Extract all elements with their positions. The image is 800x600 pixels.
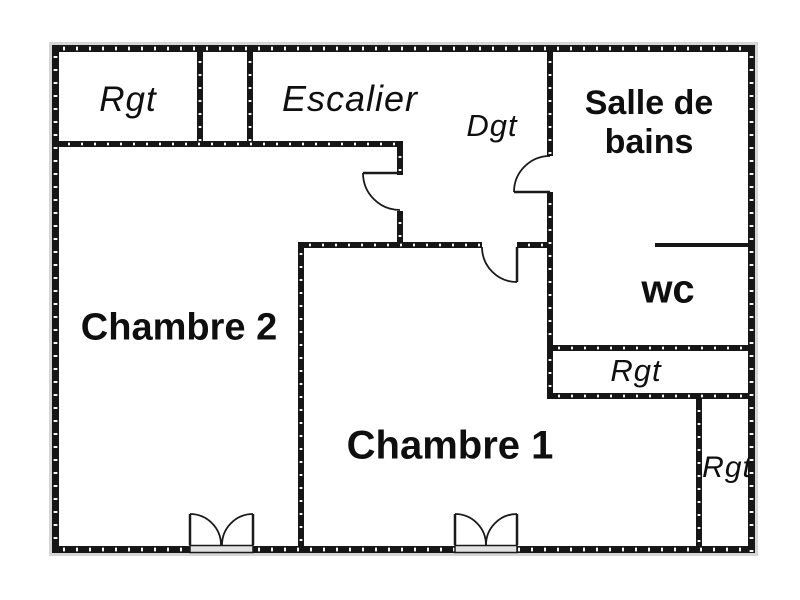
room-label-dgt: Dgt	[466, 108, 518, 143]
wall-chambre1-top-left	[298, 242, 482, 248]
wall-wc-partition	[655, 243, 748, 247]
wall-outer-bottom	[52, 546, 755, 553]
wall-bath-upper	[547, 50, 553, 156]
wall-chambre1-top-right	[517, 242, 553, 248]
wall-rgt-closet	[696, 399, 702, 546]
wall-outer-left	[52, 45, 59, 553]
wall-rgt-strip-bottom	[547, 393, 748, 399]
wall-outer-top	[52, 45, 755, 52]
wall-rgt-strip-top	[547, 345, 748, 351]
wall-outer-right	[748, 45, 755, 553]
room-label-rgt-top-left: Rgt	[99, 80, 157, 119]
room-label-rgt-bains: Rgt	[610, 353, 662, 388]
room-label-salle-de-bains: Salle de bains	[584, 83, 714, 161]
wall-chambre2-door-upper	[397, 145, 403, 175]
wall-upper-horizontal	[57, 141, 403, 147]
wall-chambre-divider	[298, 242, 304, 546]
wall-stair-cell-right	[247, 50, 253, 143]
wall-chambre2-door-lower	[397, 211, 403, 245]
wall-stair-cell-left	[197, 50, 203, 143]
room-label-chambre-2: Chambre 2	[80, 306, 278, 349]
wall-bath-lower	[547, 192, 553, 399]
room-label-chambre-1: Chambre 1	[346, 423, 554, 468]
room-label-rgt-chambre-1: Rgt	[702, 451, 752, 484]
room-label-wc: wc	[641, 267, 695, 312]
room-label-escalier: Escalier	[281, 78, 419, 119]
